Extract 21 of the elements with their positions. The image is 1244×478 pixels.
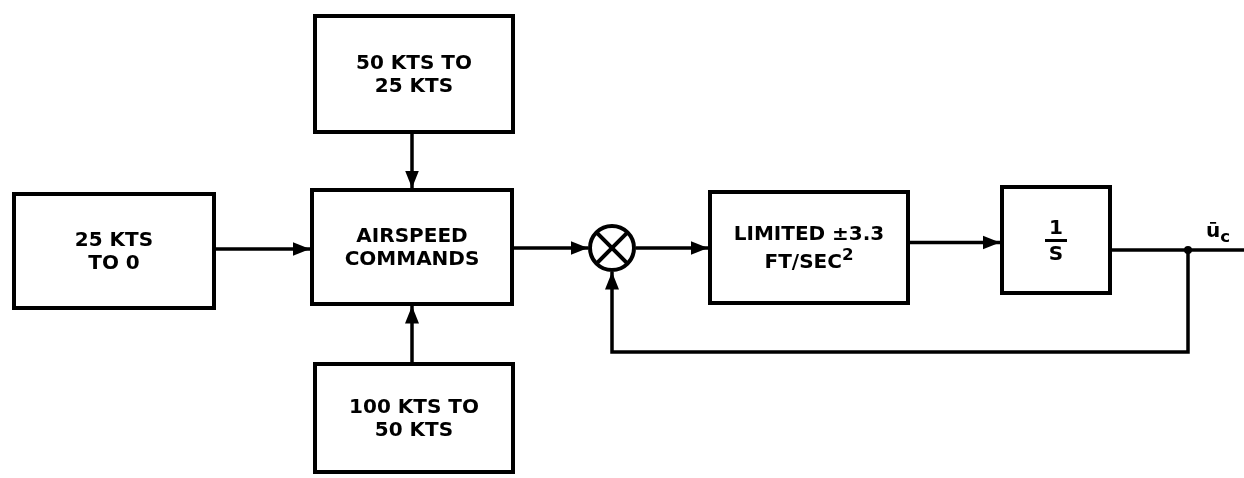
fraction-numerator: 1 — [1045, 215, 1067, 242]
block-label: LIMITED ±3.3 FT/SEC$^{2}$ — [732, 222, 886, 273]
arrow — [514, 241, 588, 255]
arrow — [910, 235, 1000, 250]
signal-label: ū$_{c}$ — [1206, 218, 1231, 246]
block-box — [310, 188, 514, 306]
arrow — [636, 241, 708, 255]
fraction-denominator: S — [1048, 241, 1064, 265]
block-label: 25 KTS TO 0 — [73, 228, 155, 274]
block-label: AIRSPEED COMMANDS — [343, 224, 481, 270]
block-label: 50 KTS TO 25 KTS — [355, 51, 473, 97]
block-box — [313, 14, 515, 134]
arrow — [405, 306, 419, 362]
block-box — [12, 192, 216, 310]
block-box — [708, 190, 910, 305]
block-box — [313, 362, 515, 474]
block-box — [1000, 185, 1112, 295]
arrow — [405, 134, 419, 188]
summing-junction — [588, 224, 636, 272]
block-label: 100 KTS TO 50 KTS — [349, 395, 479, 441]
arrow — [216, 242, 310, 256]
